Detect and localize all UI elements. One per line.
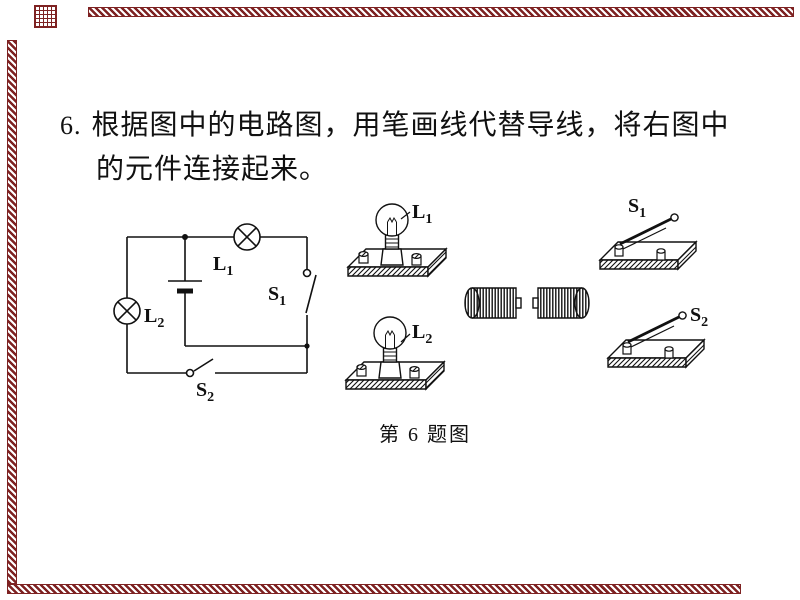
border-top-ribbon (88, 7, 794, 17)
label-circuit-s1: S1 (268, 283, 286, 309)
circuit-wires (126, 236, 308, 374)
border-left-ribbon (7, 40, 17, 584)
label-circuit-s2: S2 (196, 379, 214, 405)
switch-symbol-s1 (302, 268, 317, 314)
lamp-symbol-l1 (233, 223, 261, 251)
border-bottom-ribbon (7, 584, 741, 594)
component-lamp-l2: L2 (345, 316, 445, 390)
battery-symbol (168, 280, 202, 294)
problem-line1-wrap: 6. 根据图中的电路图，用笔画线代替导线，将右图中 (60, 104, 760, 148)
switch-symbol-s2 (185, 358, 214, 378)
lamp-drawing (345, 316, 445, 390)
label-component-l1: L1 (412, 201, 432, 227)
figure-caption: 第 6 题图 (379, 424, 471, 446)
battery-cell-left (464, 287, 522, 319)
border-corner-ornament (34, 5, 57, 28)
label-component-l2: L2 (412, 321, 432, 347)
circuit-labels: L1 L2 S1 S2 (144, 253, 286, 405)
component-battery-cells (464, 287, 590, 319)
label-leader-line (400, 211, 411, 220)
problem-text-line2: 的元件连接起来。 (96, 154, 329, 185)
circuit-diagram (113, 223, 317, 378)
problem-statement: 6. 根据图中的电路图，用笔画线代替导线，将右图中 的元件连接起来。 (60, 104, 760, 192)
lamp-symbol-l2 (113, 297, 141, 325)
component-switch-s1: S1 (598, 195, 698, 271)
label-leader-line (400, 333, 411, 343)
battery-cell-right (532, 287, 590, 319)
switch-drawing (598, 212, 698, 271)
label-circuit-l1: L1 (213, 253, 233, 279)
label-component-s1: S1 (628, 195, 646, 221)
label-component-s2: S2 (690, 304, 708, 330)
component-lamp-l1: L1 (347, 201, 447, 277)
problem-number: 6. (60, 111, 82, 140)
junction-dot (304, 343, 310, 349)
label-circuit-l2: L2 (144, 305, 164, 331)
component-switch-s2: S2 (606, 304, 708, 369)
junction-dot (182, 234, 188, 240)
problem-text-line1: 根据图中的电路图，用笔画线代替导线，将右图中 (91, 110, 730, 141)
